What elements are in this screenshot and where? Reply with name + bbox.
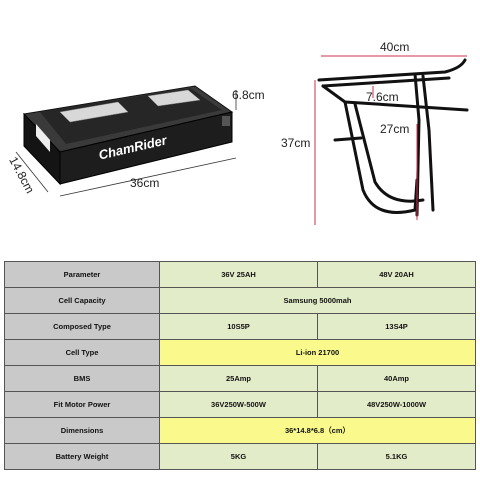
spec-label: Composed Type xyxy=(4,313,160,340)
spec-value: 36V 25AH xyxy=(159,261,318,288)
battery-length-label: 36cm xyxy=(130,176,160,190)
spec-label: Cell Capacity xyxy=(4,287,160,314)
spec-value: Li-ion 21700 xyxy=(159,339,476,366)
spec-value: Samsung 5000mah xyxy=(159,287,476,314)
rack-top-label: 7.6cm xyxy=(366,90,399,104)
product-image-area: ChamRider 6.8cm 14.8cm 36cm 40cm 37 xyxy=(6,40,469,225)
spec-value: 10S5P xyxy=(159,313,318,340)
spec-label: Parameter xyxy=(4,261,160,288)
spec-label: Dimensions xyxy=(4,417,160,444)
spec-value: 5KG xyxy=(159,443,318,470)
spec-value: 36*14.8*6.8（cm） xyxy=(159,417,476,444)
battery-image xyxy=(15,85,237,197)
rack-span-label: 27cm xyxy=(380,122,410,136)
battery-height-label: 6.8cm xyxy=(232,88,265,102)
spec-value: 25Amp xyxy=(159,365,318,392)
spec-value: 40Amp xyxy=(317,365,476,392)
spec-label: Fit Motor Power xyxy=(4,391,160,418)
spec-label: Cell Type xyxy=(4,339,160,366)
spec-label: BMS xyxy=(4,365,160,392)
rack-height-label: 37cm xyxy=(281,136,311,150)
spec-label: Battery Weight xyxy=(4,443,160,470)
rear-rack-image xyxy=(314,55,469,225)
spec-value: 36V250W-500W xyxy=(159,391,318,418)
spec-value: 5.1KG xyxy=(317,443,476,470)
rack-length-label: 40cm xyxy=(380,40,410,54)
spec-value: 48V250W-1000W xyxy=(317,391,476,418)
spec-value: 13S4P xyxy=(317,313,476,340)
spec-value: 48V 20AH xyxy=(317,261,476,288)
